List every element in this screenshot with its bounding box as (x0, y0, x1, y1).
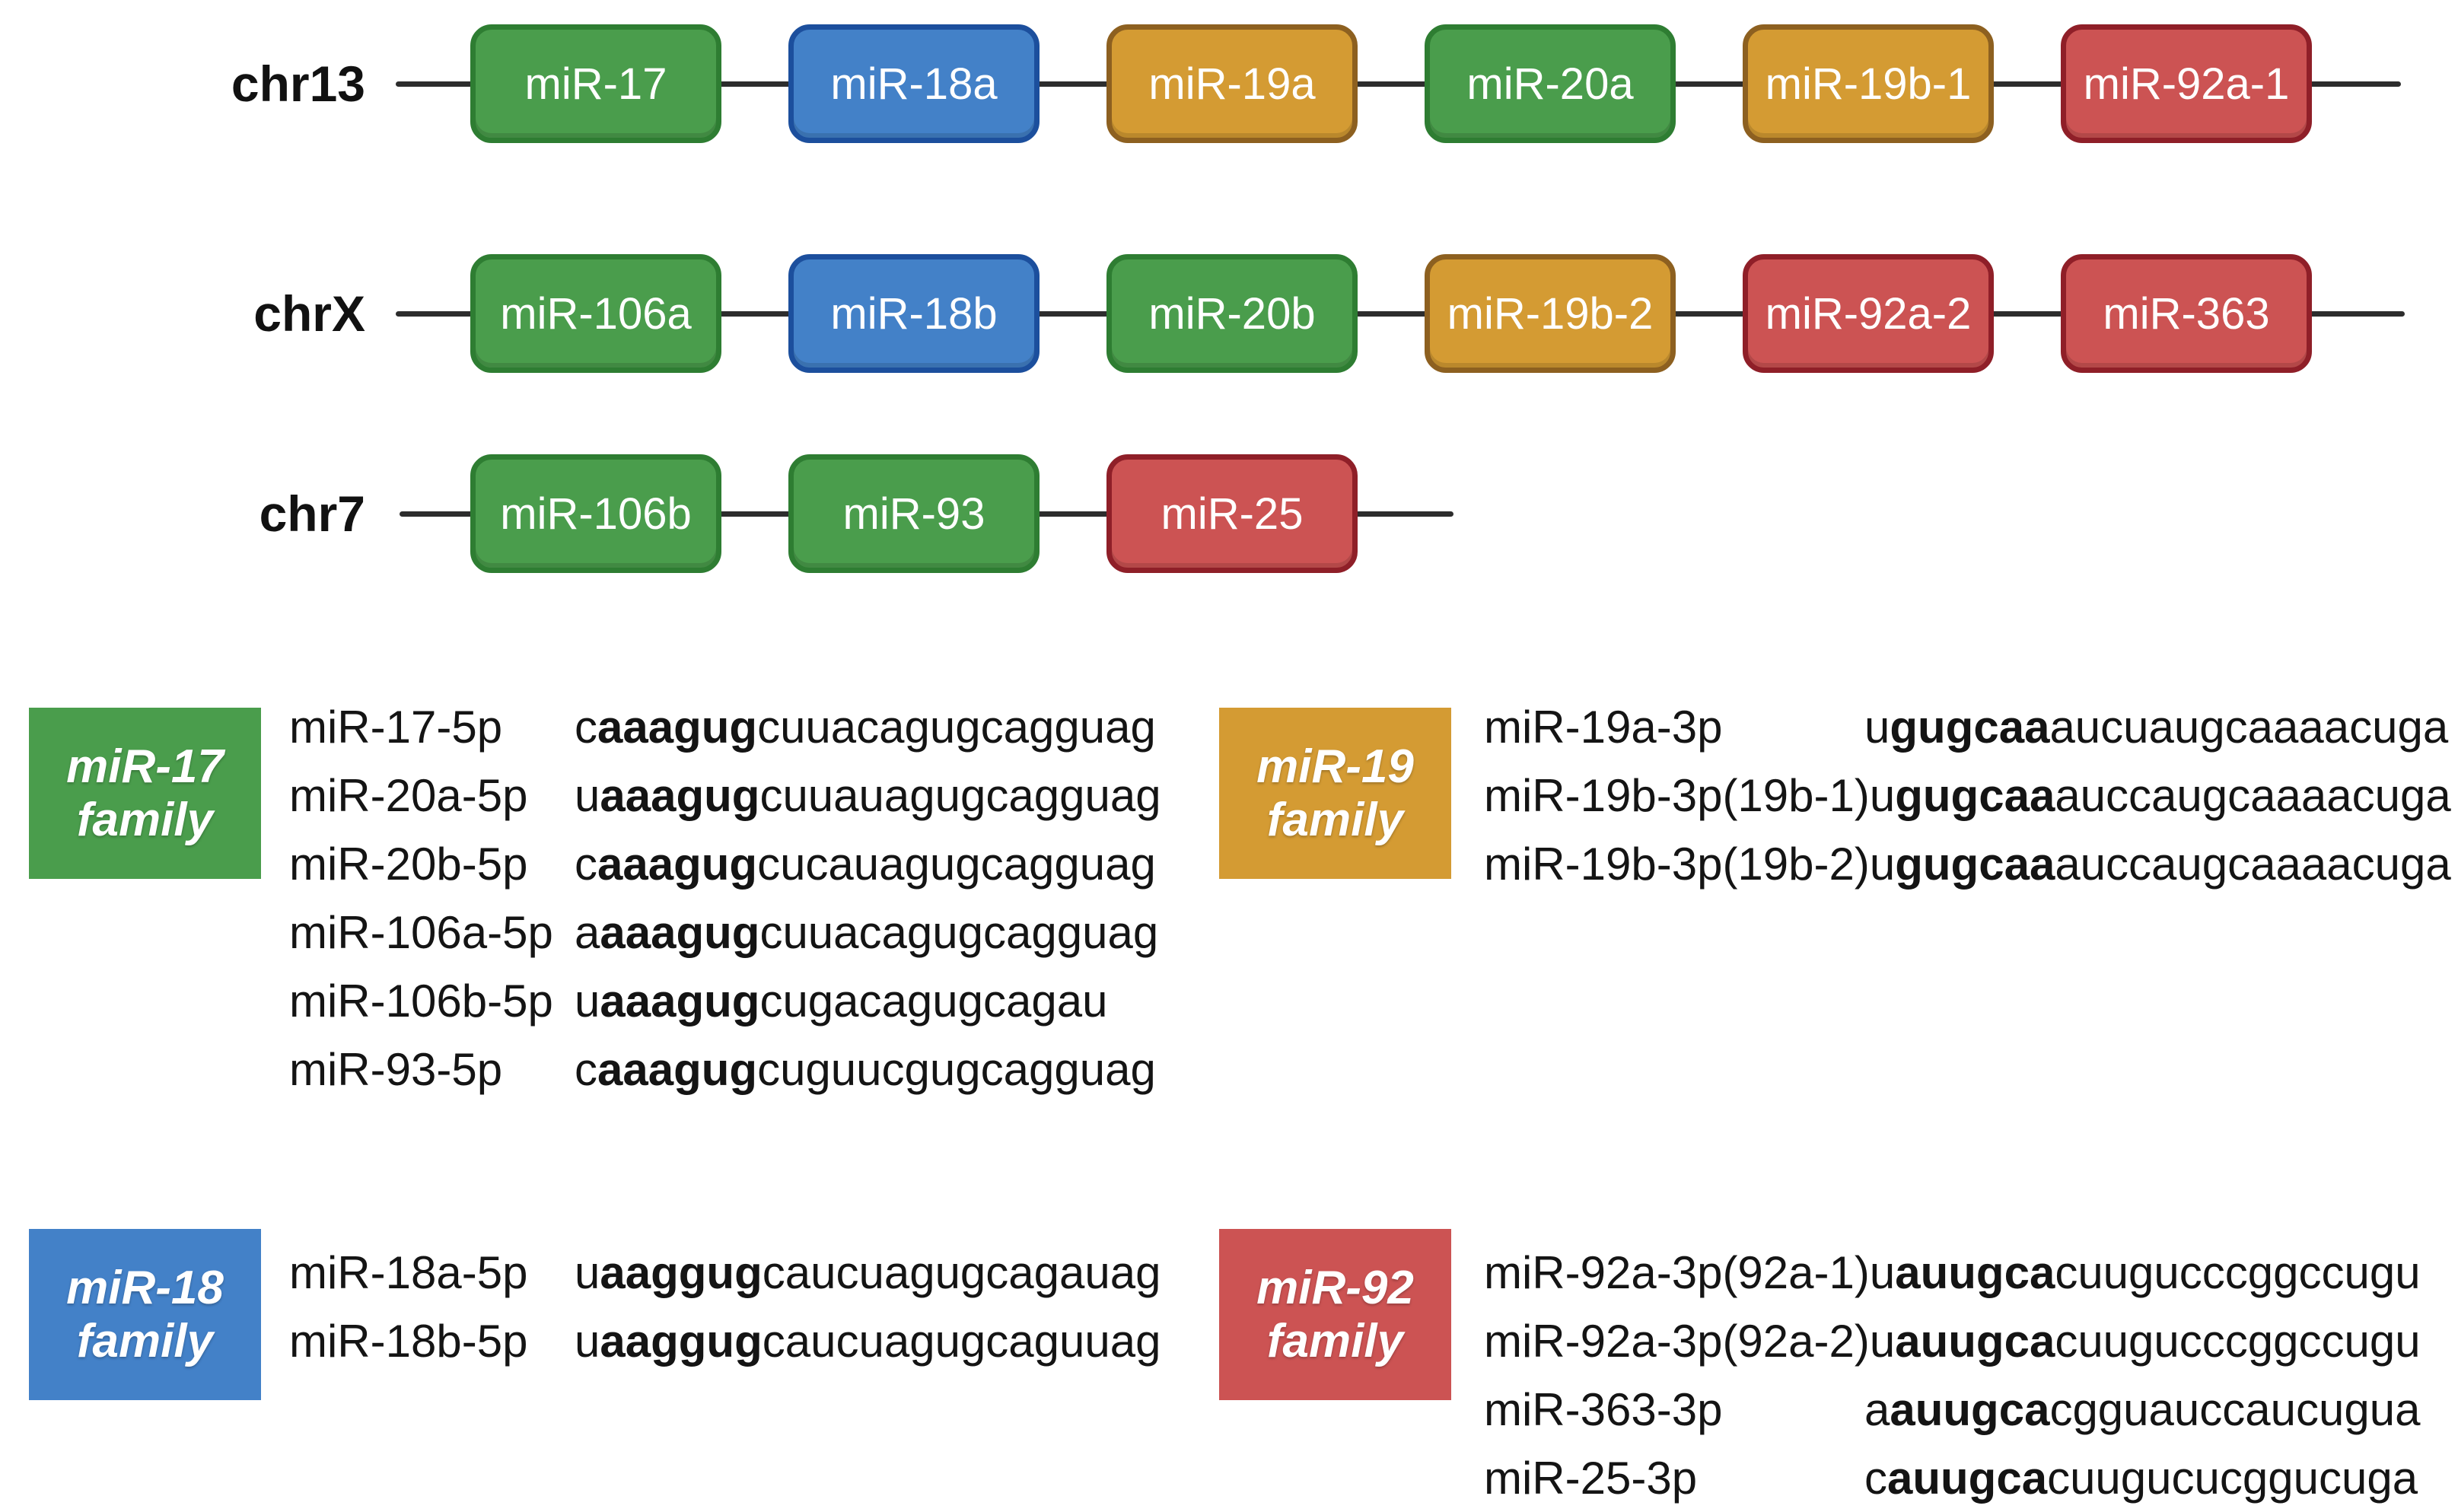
chromosome-row-chr13: chr13 miR-17 miR-18a miR-19a miR-20a miR… (0, 24, 2458, 143)
member-sequence: aaaagugcuuacagugcagguag (575, 906, 1159, 958)
gene-box: miR-19a (1106, 24, 1358, 143)
member-sequence: uauugcacuugucccggccugu (1869, 1315, 2421, 1367)
member-sequence: caaagugcuguucgugcagguag (575, 1043, 1156, 1095)
family-box-mir-17: miR-17 family (21, 700, 269, 887)
member-sequence: uauugcacuugucccggccugu (1869, 1246, 2421, 1298)
member-sequence: uaaagugcuuauagugcagguag (575, 769, 1161, 821)
gene-label: miR-106b (500, 489, 692, 539)
member-name: miR-93-5p (289, 1043, 503, 1095)
chromosome-label: chr13 (231, 56, 365, 112)
member-row: miR-93-5p caaagugcuguucgugcagguag (289, 1035, 1161, 1103)
member-row: miR-19b-3p(19b-1) ugugcaaauccaugcaaaacug… (1484, 761, 2451, 829)
member-sequence: ugugcaaaucuaugcaaaacuga (1864, 701, 2449, 753)
gene-label: miR-20b (1148, 288, 1316, 339)
family-title-line1: miR-18 (66, 1262, 224, 1315)
gene-label: miR-18a (830, 59, 998, 109)
family-members-mir-92: miR-92a-3p(92a-1) uauugcacuugucccggccugu… (1484, 1238, 2421, 1512)
gene-label: miR-18b (830, 288, 998, 339)
chromosome-line (396, 81, 2401, 87)
member-row: miR-17-5p caaagugcuuacagugcagguag (289, 692, 1161, 761)
member-name: miR-106a-5p (289, 906, 553, 958)
member-row: miR-19a-3p ugugcaaaucuaugcaaaacuga (1484, 692, 2451, 761)
member-sequence: uaaggugcaucuagugcagauag (575, 1246, 1161, 1298)
member-name: miR-19b-3p(19b-1) (1484, 769, 1870, 821)
member-sequence: aauugcacgguauccaucugua (1864, 1383, 2421, 1435)
member-row: miR-92a-3p(92a-1) uauugcacuugucccggccugu (1484, 1238, 2421, 1307)
gene-box: miR-363 (2061, 254, 2312, 373)
gene-label: miR-20a (1466, 59, 1634, 109)
member-sequence: uaaggugcaucuagugcaguuag (575, 1315, 1161, 1367)
family-title-line1: miR-92 (1256, 1262, 1414, 1315)
member-row: miR-92a-3p(92a-2) uauugcacuugucccggccugu (1484, 1307, 2421, 1375)
gene-box: miR-20a (1425, 24, 1676, 143)
member-row: miR-25-3p cauugcacuugucucggucuga (1484, 1444, 2421, 1512)
gene-label: miR-363 (2103, 288, 2270, 339)
gene-box: miR-18b (788, 254, 1040, 373)
member-sequence: ugugcaaauccaugcaaaacuga (1869, 838, 2451, 890)
family-title-line1: miR-19 (1256, 740, 1414, 794)
chromosome-row-chrX: chrX miR-106a miR-18b miR-20b miR-19b-2 … (0, 254, 2458, 373)
chromosome-row-chr7: chr7 miR-106b miR-93 miR-25 (0, 454, 2458, 573)
family-title-line1: miR-17 (66, 740, 224, 794)
gene-label: miR-93 (842, 489, 985, 539)
member-row: miR-19b-3p(19b-2) ugugcaaauccaugcaaaacug… (1484, 829, 2451, 898)
gene-label: miR-25 (1161, 489, 1304, 539)
gene-label: miR-92a-2 (1765, 288, 1972, 339)
gene-box: miR-93 (788, 454, 1040, 573)
member-row: miR-18b-5p uaaggugcaucuagugcaguuag (289, 1307, 1161, 1375)
gene-box: miR-20b (1106, 254, 1358, 373)
gene-box: miR-92a-1 (2061, 24, 2312, 143)
family-members-mir-18: miR-18a-5p uaaggugcaucuagugcagauag miR-1… (289, 1238, 1161, 1375)
member-name: miR-19b-3p(19b-2) (1484, 838, 1870, 890)
gene-box: miR-18a (788, 24, 1040, 143)
member-name: miR-363-3p (1484, 1383, 1723, 1435)
member-sequence: caaagugcuuacagugcagguag (575, 701, 1156, 753)
member-name: miR-25-3p (1484, 1452, 1698, 1504)
family-members-mir-17: miR-17-5p caaagugcuuacagugcagguag miR-20… (289, 692, 1161, 1103)
member-name: miR-18b-5p (289, 1315, 528, 1367)
gene-label: miR-19a (1148, 59, 1316, 109)
gene-box: miR-92a-2 (1743, 254, 1994, 373)
gene-label: miR-92a-1 (2083, 59, 2290, 109)
family-title-line2: family (76, 1314, 214, 1367)
member-sequence: caaagugcucauagugcagguag (575, 838, 1156, 890)
member-name: miR-17-5p (289, 701, 503, 753)
chromosome-label: chrX (253, 285, 365, 342)
family-title-line2: family (1266, 793, 1404, 846)
gene-box: miR-17 (470, 24, 721, 143)
member-name: miR-92a-3p(92a-1) (1484, 1246, 1870, 1298)
member-name: miR-19a-3p (1484, 701, 1723, 753)
gene-label: miR-17 (524, 59, 667, 109)
gene-box: miR-106b (470, 454, 721, 573)
chromosome-label: chr7 (259, 485, 365, 542)
gene-box: miR-19b-1 (1743, 24, 1994, 143)
member-name: miR-18a-5p (289, 1246, 528, 1298)
member-row: miR-18a-5p uaaggugcaucuagugcagauag (289, 1238, 1161, 1307)
member-row: miR-106b-5p uaaagugcugacagugcagau (289, 966, 1161, 1035)
member-name: miR-20b-5p (289, 838, 528, 890)
family-box-mir-19: miR-19 family (1211, 700, 1459, 887)
member-row: miR-106a-5p aaaagugcuuacagugcagguag (289, 898, 1161, 966)
gene-label: miR-19b-2 (1447, 288, 1654, 339)
family-box-mir-18: miR-18 family (21, 1221, 269, 1408)
family-title-line2: family (1266, 1314, 1404, 1367)
member-sequence: cauugcacuugucucggucuga (1864, 1452, 2418, 1504)
gene-box: miR-19b-2 (1425, 254, 1676, 373)
member-row: miR-363-3p aauugcacgguauccaucugua (1484, 1375, 2421, 1444)
gene-box: miR-106a (470, 254, 721, 373)
member-sequence: ugugcaaauccaugcaaaacuga (1869, 769, 2451, 821)
member-name: miR-92a-3p(92a-2) (1484, 1315, 1870, 1367)
member-name: miR-106b-5p (289, 975, 553, 1027)
member-name: miR-20a-5p (289, 769, 528, 821)
chromosome-line (396, 311, 2405, 317)
gene-label: miR-19b-1 (1765, 59, 1972, 109)
family-title-line2: family (76, 793, 214, 846)
member-row: miR-20b-5p caaagugcucauagugcagguag (289, 829, 1161, 898)
member-row: miR-20a-5p uaaagugcuuauagugcagguag (289, 761, 1161, 829)
family-members-mir-19: miR-19a-3p ugugcaaaucuaugcaaaacuga miR-1… (1484, 692, 2451, 898)
member-sequence: uaaagugcugacagugcagau (575, 975, 1108, 1027)
gene-label: miR-106a (500, 288, 692, 339)
family-box-mir-92: miR-92 family (1211, 1221, 1459, 1408)
gene-box: miR-25 (1106, 454, 1358, 573)
